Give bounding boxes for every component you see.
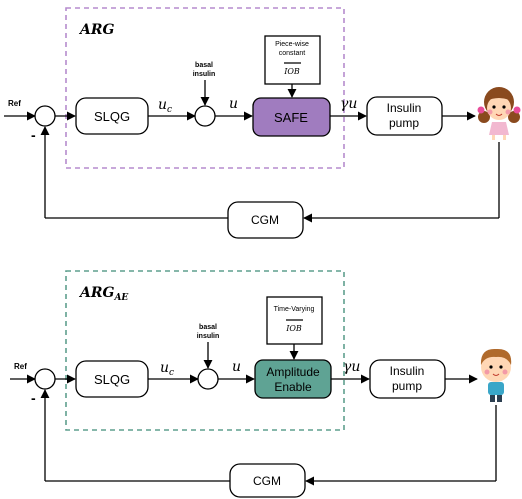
arg-ae-frame <box>65 270 345 431</box>
cgm-label-bottom: CGM <box>253 474 281 488</box>
sum-junction-basal-bottom <box>197 368 219 390</box>
minus-sign: - <box>31 127 36 143</box>
slqg-label: SLQG <box>94 109 130 124</box>
girl-patient-icon <box>477 87 521 140</box>
sum-junction-ref-bottom <box>34 368 56 390</box>
u-label: u <box>229 96 238 112</box>
u-label-bottom: u <box>232 359 241 375</box>
sum-junction-basal <box>194 105 216 127</box>
gamma-u-label: γu <box>340 96 357 112</box>
ref-label-bottom: Ref <box>14 362 27 371</box>
iob-var-bottom: IOB <box>285 324 302 333</box>
arg-ae-frame-label: ARGAE <box>78 285 128 303</box>
gamma-u-label-bottom: γu <box>343 359 360 375</box>
cgm-label: CGM <box>251 213 279 227</box>
iob-box <box>264 35 321 85</box>
boy-patient-icon <box>480 348 512 402</box>
uc-label: uc <box>158 97 172 115</box>
uc-label-bottom: uc <box>160 360 174 378</box>
iob-var: IOB <box>283 67 300 76</box>
cgm-block <box>227 201 304 239</box>
sum-junction-ref <box>34 105 56 127</box>
safe-label: SAFE <box>274 110 308 125</box>
ref-label: Ref <box>8 99 21 108</box>
minus-sign-bottom: - <box>31 390 36 406</box>
safe-block <box>252 97 331 137</box>
arg-frame <box>65 7 345 169</box>
slqg-label-bottom: SLQG <box>94 372 130 387</box>
iob-text-bottom: Time-Varying <box>274 306 315 313</box>
arg-frame-label: ARG <box>78 22 114 38</box>
